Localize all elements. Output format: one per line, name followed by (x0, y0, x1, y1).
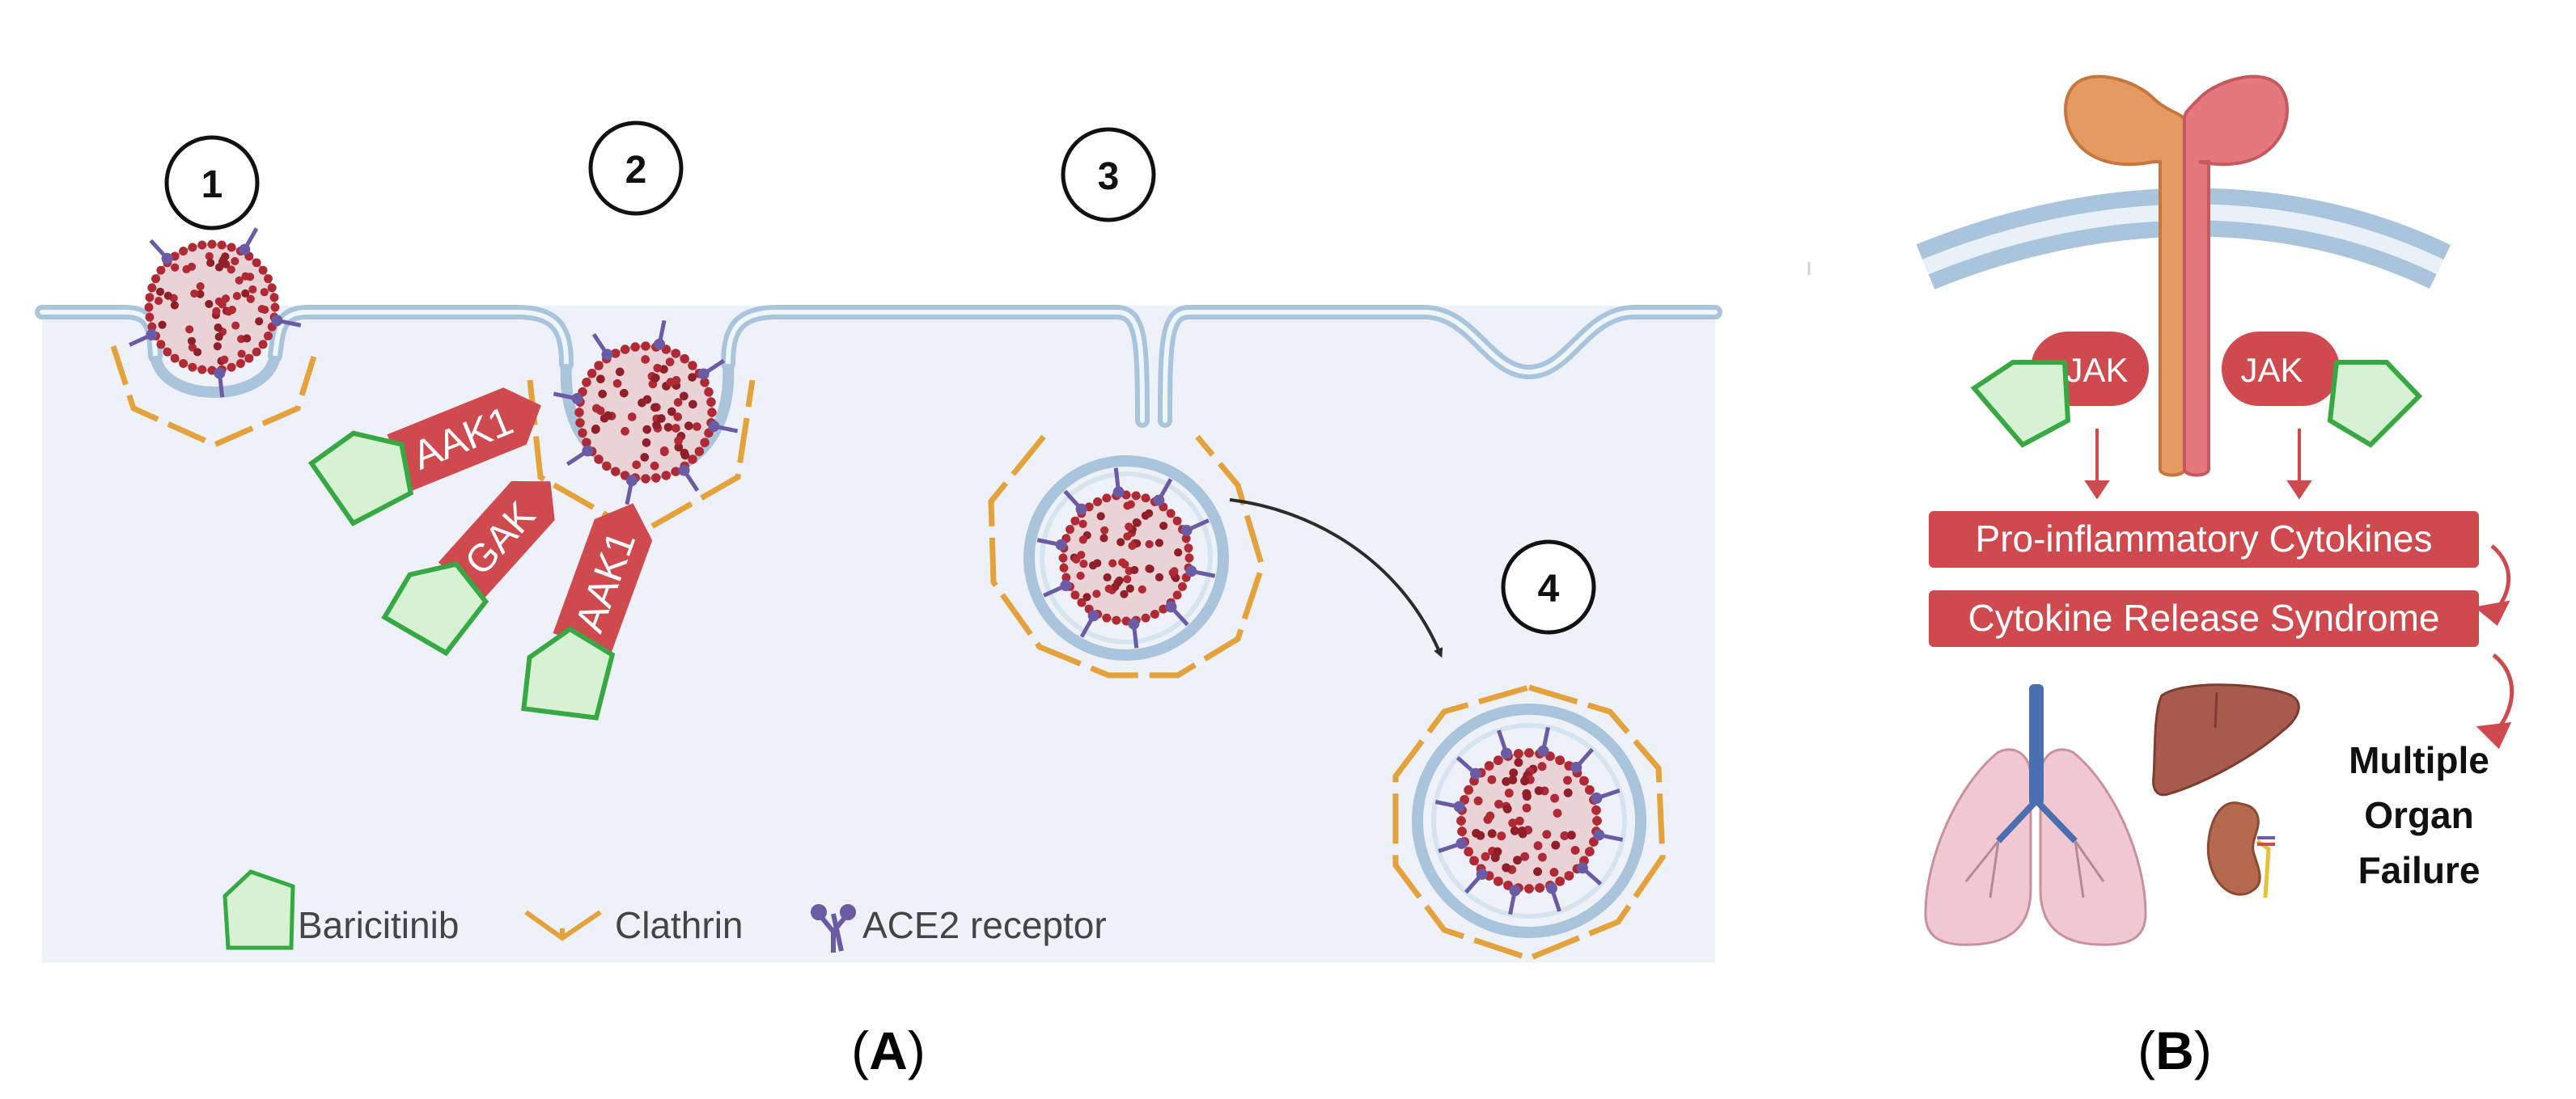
jak-kinase-right: JAK (2222, 332, 2423, 448)
endocytosis-step-2 (527, 319, 756, 538)
legend: Baricitinib Clathrin ACE2 receptor (222, 869, 1107, 953)
kidney-icon (2206, 801, 2275, 898)
sars-cov-2-virion (574, 341, 717, 484)
endocytosis-step-1 (110, 227, 320, 448)
cytokine-release-syndrome-box: Cytokine Release Syndrome (1929, 590, 2479, 647)
trachea (2029, 684, 2044, 805)
step-number-4: 4 (1538, 568, 1560, 611)
baricitinib-icon (521, 626, 616, 721)
step-number-2: 2 (625, 149, 647, 192)
signal-arrows (2084, 429, 2312, 500)
panel-a-caption: (A) (851, 1021, 926, 1080)
cytokines-label: Pro-inflammatory Cytokines (1976, 518, 2433, 560)
ace2-receptor-icon (129, 227, 302, 398)
step-marker-1: 1 (164, 135, 260, 230)
endocytosis-step-3 (988, 434, 1265, 678)
jak-left-label: JAK (2065, 351, 2128, 389)
ace2-legend-icon (811, 904, 856, 953)
aak1-kinase-tag-2: AAK1 (521, 503, 653, 721)
pro-inflammatory-cytokines-box: Pro-inflammatory Cytokines (1929, 511, 2479, 568)
baricitinib-legend-icon (222, 869, 295, 950)
cytokine-receptor (2064, 74, 2289, 477)
progression-arrows (2474, 544, 2515, 750)
baricitinib-icon (2327, 360, 2423, 448)
legend-clathrin-label: Clathrin (615, 904, 744, 946)
ace2-receptor-icon (1434, 726, 1624, 915)
step-number-3: 3 (1098, 155, 1120, 198)
ace2-receptor-icon (1036, 467, 1216, 649)
legend-baricitinib-label: Baricitinib (298, 904, 459, 946)
clathrin-coat (988, 434, 1265, 678)
cytoplasm-background (42, 306, 1715, 962)
failure-line-2: Organ (2364, 794, 2473, 836)
step-marker-4: 4 (1501, 539, 1596, 635)
receptor-left-chain (2064, 74, 2186, 477)
legend-ace2-label: ACE2 receptor (862, 904, 1107, 946)
endocytosis-step-4 (1392, 684, 1666, 962)
jak-kinase-left: JAK (1970, 332, 2149, 448)
failure-line-1: Multiple (2349, 739, 2489, 781)
aak1-kinase-tag-1: AAK1 (307, 387, 541, 526)
panel-b: JAK JAK Pro-inflammatory Cytokines Cytok… (1807, 74, 2515, 1080)
lungs-icon (1924, 684, 2147, 946)
sars-cov-2-virion (144, 239, 280, 375)
clathrin-coat (110, 344, 320, 448)
transport-arrow (1229, 498, 1443, 658)
step-marker-3: 3 (1061, 127, 1156, 222)
baricitinib-icon (381, 561, 489, 657)
liver-icon (2152, 683, 2300, 797)
baricitinib-icon (307, 430, 414, 526)
plasma-membrane (35, 305, 1722, 428)
panel-b-caption: (B) (2137, 1021, 2212, 1080)
failure-line-3: Failure (2358, 849, 2481, 891)
release-syndrome-label: Cytokine Release Syndrome (1968, 597, 2440, 639)
step-number-1: 1 (201, 163, 223, 206)
step-marker-2: 2 (588, 120, 684, 216)
jak-right-label: JAK (2240, 351, 2303, 389)
clathrin-coat (1392, 684, 1666, 962)
multiple-organ-failure-label: Multiple Organ Failure (2349, 739, 2489, 891)
ace2-receptor-icon (553, 319, 739, 505)
baricitinib-icon (1970, 360, 2071, 448)
receptor-right-chain (2183, 74, 2289, 477)
panel-a: 1 2 3 4 (35, 120, 1722, 1080)
